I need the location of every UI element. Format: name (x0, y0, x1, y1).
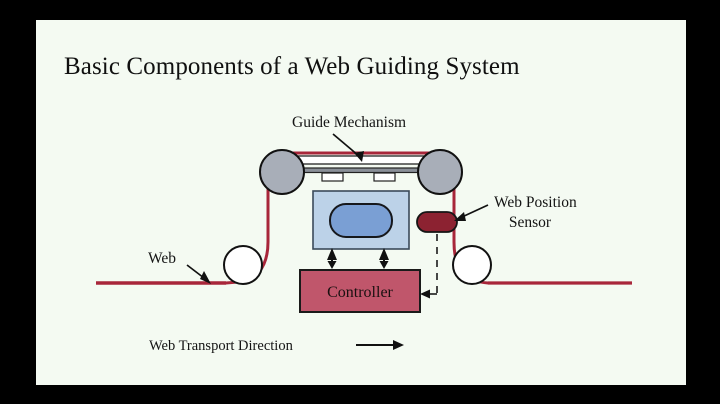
web-transport-direction-label: Web Transport Direction (149, 338, 294, 354)
guide-mechanism-leader (332, 133, 364, 162)
web-guiding-diagram: Controller Guide Mechanis (96, 114, 632, 354)
guide-roller-right (417, 149, 463, 195)
web-leader (186, 264, 211, 284)
web-position-sensor (416, 211, 458, 233)
slide-canvas: Basic Components of a Web Guiding System (36, 20, 686, 385)
controller-box (299, 269, 421, 313)
idler-roller-right (452, 245, 492, 285)
web-position-sensor-label-line1: Web Position (494, 194, 577, 211)
idler-roller-left (223, 245, 263, 285)
page-title: Basic Components of a Web Guiding System (64, 53, 520, 80)
guide-roller-left (259, 149, 305, 195)
guide-mechanism-actuator (329, 203, 393, 238)
sensor-to-controller-signal (420, 234, 438, 299)
rail-block-right (373, 172, 396, 182)
web-position-sensor-label-line2: Sensor (509, 214, 552, 231)
web-transport-direction-arrow-icon (356, 340, 404, 350)
rail-block-left (321, 172, 344, 182)
web-position-sensor-leader (454, 204, 489, 221)
guide-mechanism-label: Guide Mechanism (292, 114, 406, 131)
controller-label: Controller (327, 284, 393, 301)
controller-to-guide-arrows (327, 248, 389, 269)
web-label: Web (148, 250, 176, 267)
